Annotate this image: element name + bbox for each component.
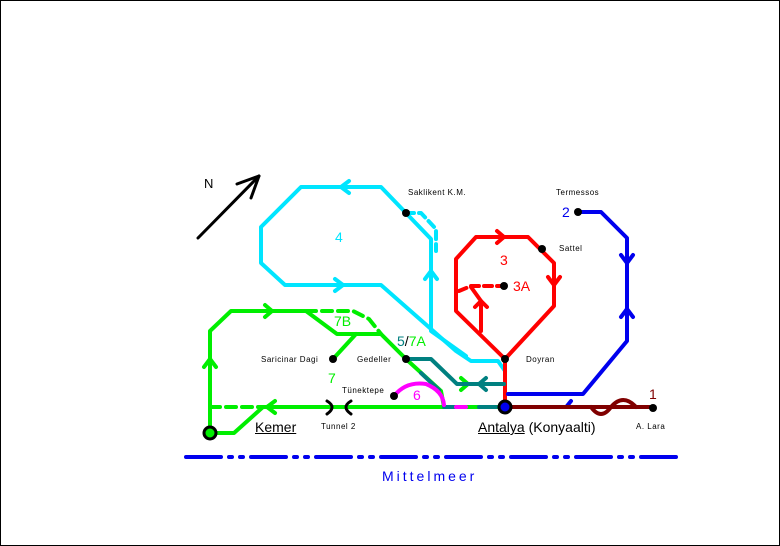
terminal-kemer — [202, 425, 218, 441]
station-doyran: Doyran — [526, 355, 555, 364]
line-label-5-7a: 5/7A — [397, 334, 426, 348]
terminal-antalya — [497, 399, 513, 415]
station-sattel: Sattel — [559, 244, 583, 253]
station-antalya-group: Antalya (Konyaalti) — [478, 420, 596, 434]
line-label-1: 1 — [649, 386, 657, 402]
line-label-4: 4 — [335, 229, 343, 245]
line-label-3: 3 — [500, 252, 508, 268]
line-4 — [259, 179, 507, 373]
station-gedeller: Gedeller — [357, 355, 392, 364]
station-dots — [329, 208, 657, 412]
station-tunektepe: Tünektepe — [342, 386, 385, 395]
line-6 — [392, 381, 468, 409]
line-3 — [454, 229, 562, 408]
line-2 — [506, 210, 635, 408]
station-antalya: Antalya — [478, 419, 525, 435]
line-label-3a: 3A — [513, 278, 531, 294]
line-label-7a: 7A — [408, 333, 426, 349]
line-label-7: 7 — [328, 370, 336, 386]
line-1 — [503, 398, 655, 416]
line-label-2: 2 — [562, 204, 570, 220]
station-konyaalti: (Konyaalti) — [528, 419, 596, 435]
compass-label: N — [204, 176, 214, 191]
station-termessos: Termessos — [556, 188, 600, 197]
station-kemer: Kemer — [255, 419, 297, 435]
station-saricinar: Saricinar Dagi — [261, 355, 319, 364]
tunnel-icon — [325, 399, 353, 416]
line-7 — [202, 303, 503, 435]
line-label-6: 6 — [413, 387, 421, 403]
station-saklikent: Saklikent K.M. — [408, 188, 467, 197]
sea-label: Mittelmeer — [382, 468, 478, 484]
slash: / — [404, 333, 409, 349]
tunnel-label: Tunnel 2 — [321, 422, 356, 431]
line-label-5: 5 — [397, 333, 405, 349]
station-lara: A. Lara — [636, 422, 666, 431]
north-arrow-icon — [196, 174, 261, 240]
line-label-7b: 7B — [334, 313, 352, 329]
